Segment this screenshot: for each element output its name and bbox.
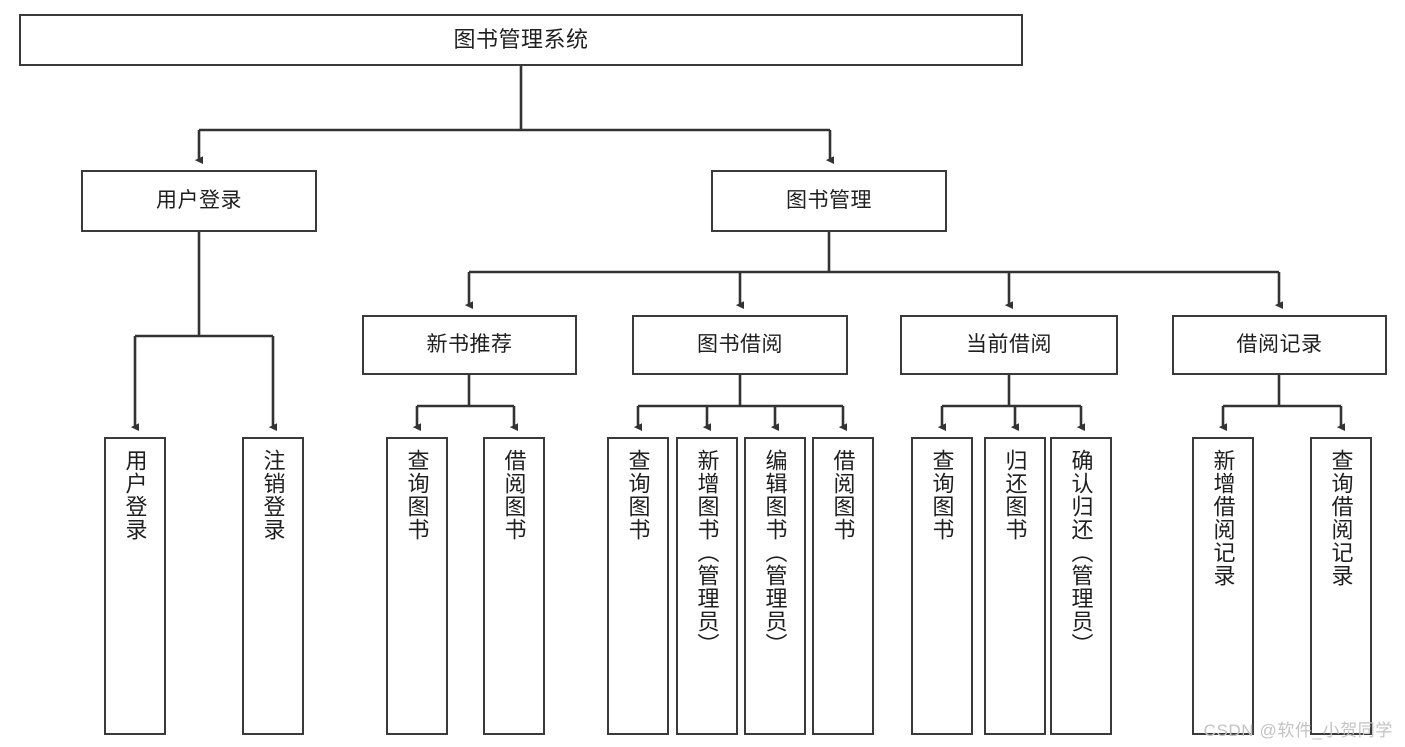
node-borrow-records-label: 借阅记录 xyxy=(1236,332,1323,356)
node-book-borrow-label: 图书借阅 xyxy=(697,332,783,356)
node-leaf-user-login[interactable]: 用户登录 xyxy=(104,437,166,735)
node-leaf-return-book-label: 归还图书 xyxy=(1002,449,1028,541)
node-root-label: 图书管理系统 xyxy=(453,27,589,53)
node-leaf-confirm-return-label: 确认归还（管理员） xyxy=(1068,449,1094,656)
node-leaf-query-borrow-record[interactable]: 查询借阅记录 xyxy=(1310,437,1372,735)
node-leaf-logout[interactable]: 注销登录 xyxy=(242,437,304,735)
node-leaf-logout-label: 注销登录 xyxy=(260,449,286,541)
node-leaf-borrow-book-label: 借阅图书 xyxy=(830,449,856,541)
csdn-watermark: CSDN @软件_小贺同学 xyxy=(1203,721,1393,740)
connector-new-book-recommend-to-leaves xyxy=(412,375,519,432)
connector-user-login-to-leaves xyxy=(130,232,278,432)
connector-book-borrow-to-leaves xyxy=(633,375,848,432)
node-leaf-query-book-borrow-label: 查询图书 xyxy=(625,449,651,541)
node-leaf-query-book-current-label: 查询图书 xyxy=(929,449,955,541)
node-leaf-borrow-book-recommend-label: 借阅图书 xyxy=(501,449,527,541)
node-leaf-confirm-return[interactable]: 确认归还（管理员） xyxy=(1050,437,1112,735)
node-current-borrow-label: 当前借阅 xyxy=(966,332,1052,356)
node-leaf-query-book-recommend-label: 查询图书 xyxy=(404,449,430,541)
node-leaf-add-book-label: 新增图书（管理员） xyxy=(694,449,720,656)
node-user-login-label: 用户登录 xyxy=(156,188,242,212)
connector-borrow-records-to-leaves xyxy=(1218,375,1346,432)
node-leaf-user-login-label: 用户登录 xyxy=(122,449,148,541)
node-current-borrow[interactable]: 当前借阅 xyxy=(900,315,1118,375)
node-root[interactable]: 图书管理系统 xyxy=(19,14,1023,66)
node-new-book-recommend[interactable]: 新书推荐 xyxy=(362,315,577,375)
node-leaf-query-book-borrow[interactable]: 查询图书 xyxy=(607,437,669,735)
node-book-management-label: 图书管理 xyxy=(786,188,872,212)
node-book-borrow[interactable]: 图书借阅 xyxy=(632,315,848,375)
node-leaf-borrow-book-recommend[interactable]: 借阅图书 xyxy=(483,437,545,735)
node-leaf-add-book[interactable]: 新增图书（管理员） xyxy=(676,437,738,735)
node-leaf-query-book-current[interactable]: 查询图书 xyxy=(911,437,973,735)
connector-book-management-to-level2 xyxy=(464,232,1284,310)
node-new-book-recommend-label: 新书推荐 xyxy=(426,332,513,356)
node-book-management[interactable]: 图书管理 xyxy=(711,170,947,232)
connector-root-to-level1 xyxy=(194,66,835,165)
node-user-login[interactable]: 用户登录 xyxy=(81,170,317,232)
node-leaf-borrow-book[interactable]: 借阅图书 xyxy=(812,437,874,735)
node-leaf-add-borrow-record[interactable]: 新增借阅记录 xyxy=(1192,437,1254,735)
node-leaf-query-book-recommend[interactable]: 查询图书 xyxy=(386,437,448,735)
node-leaf-query-borrow-record-label: 查询借阅记录 xyxy=(1328,449,1354,587)
connector-current-borrow-to-leaves xyxy=(937,375,1086,432)
node-leaf-edit-book[interactable]: 编辑图书（管理员） xyxy=(744,437,806,735)
node-leaf-edit-book-label: 编辑图书（管理员） xyxy=(762,449,788,656)
node-borrow-records[interactable]: 借阅记录 xyxy=(1172,315,1387,375)
node-leaf-return-book[interactable]: 归还图书 xyxy=(984,437,1046,735)
node-leaf-add-borrow-record-label: 新增借阅记录 xyxy=(1210,449,1236,587)
